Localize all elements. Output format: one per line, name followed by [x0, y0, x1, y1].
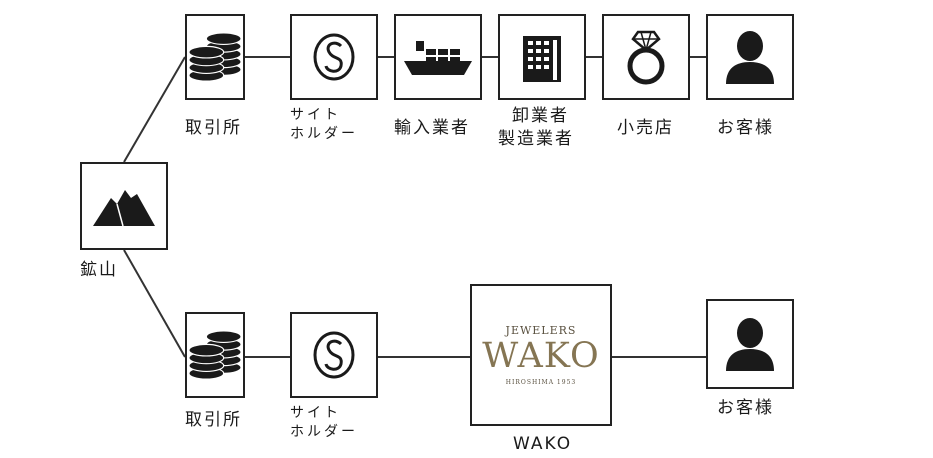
mine-node — [80, 162, 168, 250]
wako-label: WAKO — [513, 434, 573, 454]
exchange-label-bottom: 取引所 — [185, 410, 242, 430]
customer-label-bottom: お客様 — [717, 398, 774, 418]
mountain-icon — [93, 190, 155, 227]
coin-stack-icon — [188, 330, 242, 380]
customer-label-top: お客様 — [717, 118, 774, 138]
mine-label: 鉱山 — [80, 260, 118, 280]
retailer-label: 小売店 — [617, 118, 674, 138]
coin-stack-icon — [188, 32, 242, 82]
wholesaler-node — [498, 14, 586, 100]
person-icon — [726, 31, 774, 84]
sightholder-label-2: ホルダー — [290, 126, 358, 142]
wholesaler-label-1: 卸業者 — [512, 106, 569, 126]
sightholder-logo-icon — [313, 33, 355, 81]
customer-node-bottom — [706, 299, 794, 389]
sightholder-label-bottom-1: サイト — [290, 405, 341, 421]
sightholder-logo-icon — [313, 331, 355, 379]
wako-logo-line3: HIROSHIMA 1953 — [505, 379, 577, 386]
sightholder-label-1: サイト — [290, 107, 341, 123]
wako-node: JEWELERS WAKO HIROSHIMA 1953 — [470, 284, 612, 426]
person-icon — [726, 318, 774, 371]
factory-building-icon — [523, 36, 561, 82]
sightholder-node-bottom — [290, 312, 378, 398]
exchange-label: 取引所 — [185, 118, 242, 138]
diamond-ring-icon — [627, 30, 665, 85]
exchange-node — [185, 14, 245, 100]
customer-node-top — [706, 14, 794, 100]
sightholder-node — [290, 14, 378, 100]
wholesaler-label-2: 製造業者 — [498, 129, 574, 149]
retailer-node — [602, 14, 690, 100]
exchange-node-bottom — [185, 312, 245, 398]
importer-node — [394, 14, 482, 100]
importer-label: 輸入業者 — [394, 118, 470, 138]
sightholder-label-bottom-2: ホルダー — [290, 424, 358, 440]
wako-logo-wordmark: WAKO — [482, 336, 600, 376]
cargo-ship-icon — [404, 41, 472, 75]
wako-logo-line1: JEWELERS — [505, 324, 577, 337]
